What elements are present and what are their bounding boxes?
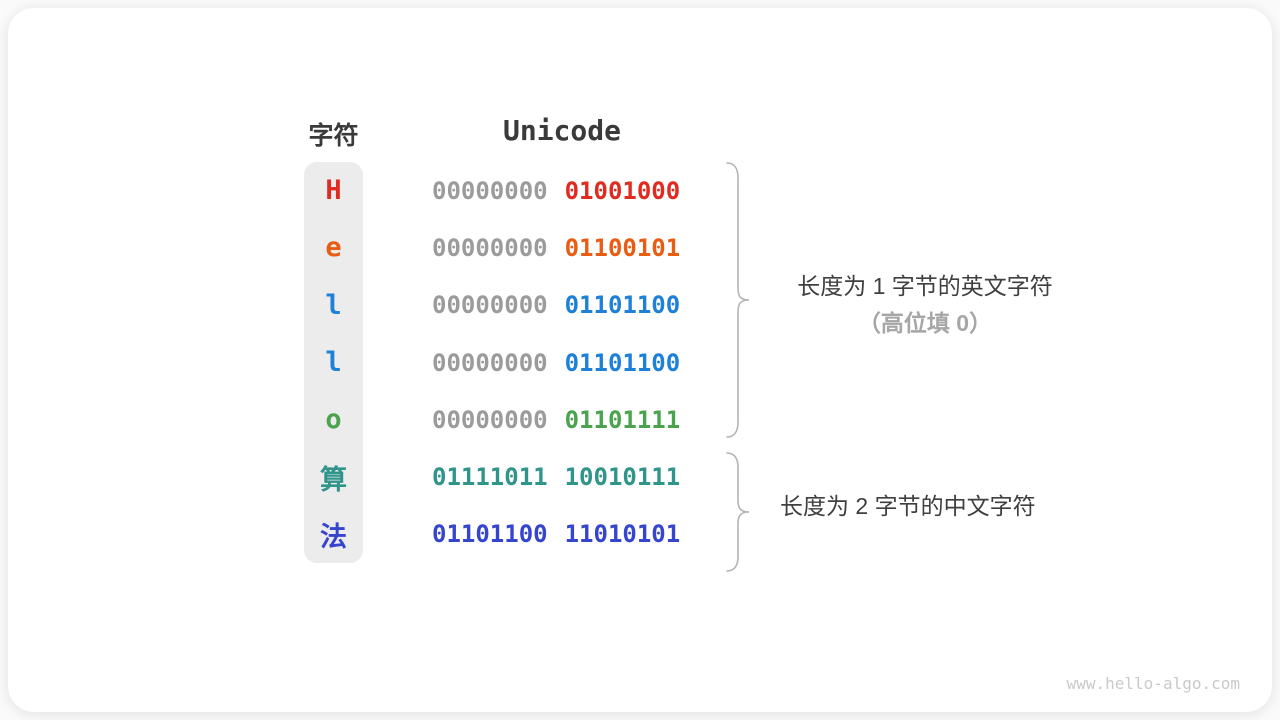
table-row: 法 01101100 11010101 (304, 506, 764, 563)
unicode-bytes: 00000000 01101100 (432, 349, 680, 377)
byte-low: 11010101 (564, 520, 681, 549)
char-cell: 法 (320, 521, 347, 553)
unicode-bytes: 00000000 01101100 (432, 291, 680, 319)
watermark-url: www.hello-algo.com (1066, 674, 1240, 693)
annotation-english-line2: （高位填 0） (857, 310, 993, 336)
table-row: e 00000000 01100101 (304, 219, 764, 276)
char-cell: l (325, 347, 342, 379)
unicode-bytes: 00000000 01101111 (432, 406, 680, 434)
byte-high: 00000000 (432, 348, 548, 377)
table-row: l 00000000 01101100 (304, 277, 764, 334)
byte-low: 01101100 (564, 291, 681, 320)
byte-low: 01101111 (564, 405, 681, 434)
unicode-bytes: 01111011 10010111 (432, 463, 680, 491)
brace-2byte-group (726, 452, 750, 572)
byte-high: 00000000 (432, 233, 548, 262)
column-header-char: 字符 (308, 121, 359, 150)
table-row: o 00000000 01101111 (304, 391, 764, 448)
unicode-bytes: 00000000 01100101 (432, 234, 680, 262)
byte-low: 01101100 (564, 348, 681, 377)
byte-low: 01100101 (564, 233, 681, 262)
annotation-english-chars: 长度为 1 字节的英文字符 （高位填 0） (780, 268, 1070, 342)
char-column-background (304, 162, 363, 563)
annotation-chinese-chars: 长度为 2 字节的中文字符 (780, 493, 1036, 519)
table-row: H 00000000 01001000 (304, 162, 764, 219)
byte-high: 00000000 (432, 291, 548, 320)
annotation-english-line1: 长度为 1 字节的英文字符 (797, 273, 1053, 299)
byte-low: 10010111 (564, 463, 681, 492)
byte-high: 01111011 (432, 463, 548, 492)
byte-high: 01101100 (432, 520, 548, 549)
char-cell: e (325, 232, 342, 264)
table-row: l 00000000 01101100 (304, 334, 764, 391)
byte-high: 00000000 (432, 176, 548, 205)
char-cell: 算 (320, 464, 347, 496)
unicode-bytes: 01101100 11010101 (432, 520, 680, 548)
brace-1byte-group (726, 162, 750, 438)
unicode-bytes: 00000000 01001000 (432, 177, 680, 205)
table-row: 算 01111011 10010111 (304, 448, 764, 505)
char-cell: o (325, 404, 342, 436)
char-cell: H (325, 175, 342, 207)
encoding-table: H 00000000 01001000 e 00000000 01100101 l … (304, 162, 764, 563)
byte-high: 00000000 (432, 405, 548, 434)
char-cell: l (325, 289, 342, 321)
column-header-unicode: Unicode (502, 114, 621, 147)
figure-card (8, 8, 1272, 712)
byte-low: 01001000 (564, 176, 681, 205)
